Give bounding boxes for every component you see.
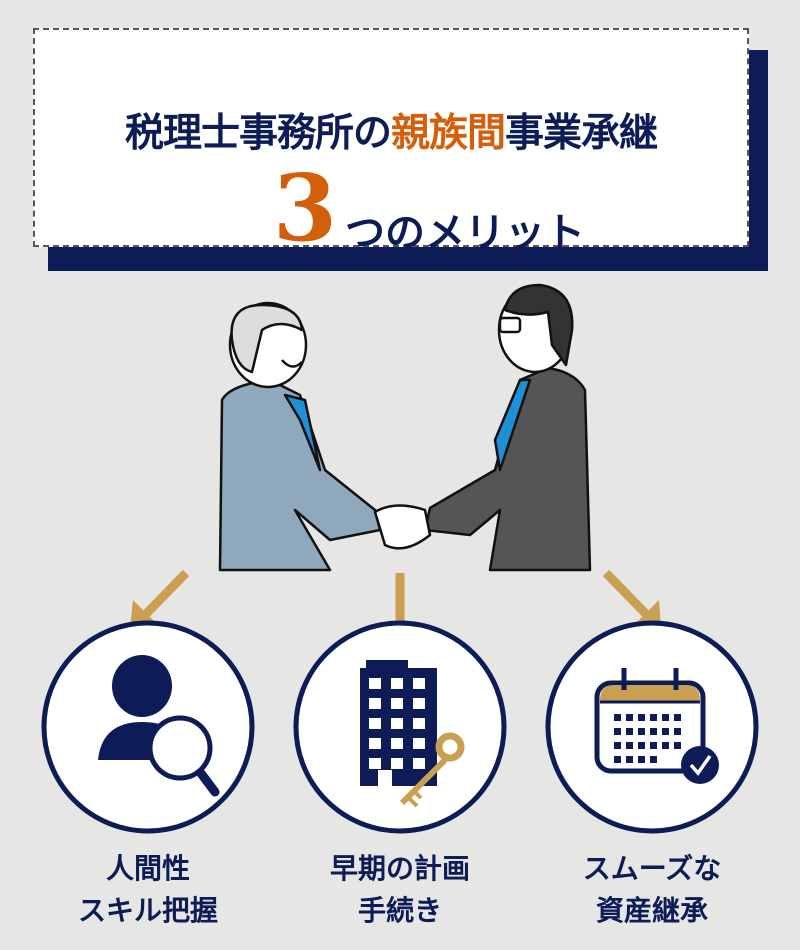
building-window — [391, 738, 403, 749]
calendar-day — [662, 714, 669, 721]
building-window — [413, 758, 425, 769]
calendar-day — [614, 756, 621, 763]
calendar-day — [638, 714, 645, 721]
merit-2-line1: 早期の計画 — [329, 852, 470, 885]
subtitle-text: つのメリット — [345, 209, 586, 256]
building-window — [391, 698, 403, 709]
merit-label-2: 早期の計画手続き — [280, 848, 520, 932]
building-window — [369, 678, 381, 689]
calendar-day — [626, 742, 633, 749]
merit-1-line1: 人間性 — [105, 852, 190, 885]
calendar-day — [662, 728, 669, 735]
calendar-day — [626, 728, 633, 735]
calendar-day — [650, 714, 657, 721]
calendar-day — [626, 714, 633, 721]
building-key-icon — [360, 660, 465, 808]
calendar-day — [626, 756, 633, 763]
title-text: 税理士事務所の — [124, 110, 392, 156]
person-magnifier-icon — [98, 655, 220, 797]
building-window — [369, 698, 381, 709]
handshake-illustration — [218, 283, 592, 572]
calendar-day — [638, 756, 645, 763]
arrow-right — [602, 569, 651, 619]
building-window — [391, 758, 403, 769]
calendar-day — [674, 714, 681, 721]
building-window — [413, 718, 425, 729]
title-highlight: 親族間 — [390, 110, 506, 156]
building-window — [391, 678, 403, 689]
calendar-day — [638, 728, 645, 735]
calendar-day — [662, 742, 669, 749]
calendar-day — [650, 756, 657, 763]
calendar-check-icon — [594, 668, 719, 784]
merit-count: 3 — [273, 154, 338, 262]
merit-3-line1: スムーズな — [582, 852, 722, 885]
building-window — [413, 738, 425, 749]
merit-2-line2: 手続き — [357, 894, 442, 927]
calendar-day — [674, 728, 681, 735]
building-window — [369, 738, 381, 749]
title-text-end: 事業承継 — [505, 110, 658, 156]
calendar-day — [638, 742, 645, 749]
calendar-day — [674, 742, 681, 749]
merit-3-line2: 資産継承 — [595, 894, 708, 927]
building-window — [369, 718, 381, 729]
title-line1: 税理士事務所の親族間事業承継 — [35, 102, 747, 158]
calendar-day — [614, 728, 621, 735]
arrow-left — [141, 569, 190, 619]
merit-label-1: 人間性スキル把握 — [28, 848, 268, 932]
calendar-day — [614, 742, 621, 749]
calendar-day — [650, 728, 657, 735]
building-window — [391, 718, 403, 729]
merit-label-3: スムーズな資産継承 — [532, 848, 772, 932]
building-window — [369, 758, 381, 769]
building-window — [413, 698, 425, 709]
building-window — [413, 678, 425, 689]
calendar-day — [614, 714, 621, 721]
calendar-day — [650, 742, 657, 749]
merit-1-line2: スキル把握 — [77, 894, 218, 927]
